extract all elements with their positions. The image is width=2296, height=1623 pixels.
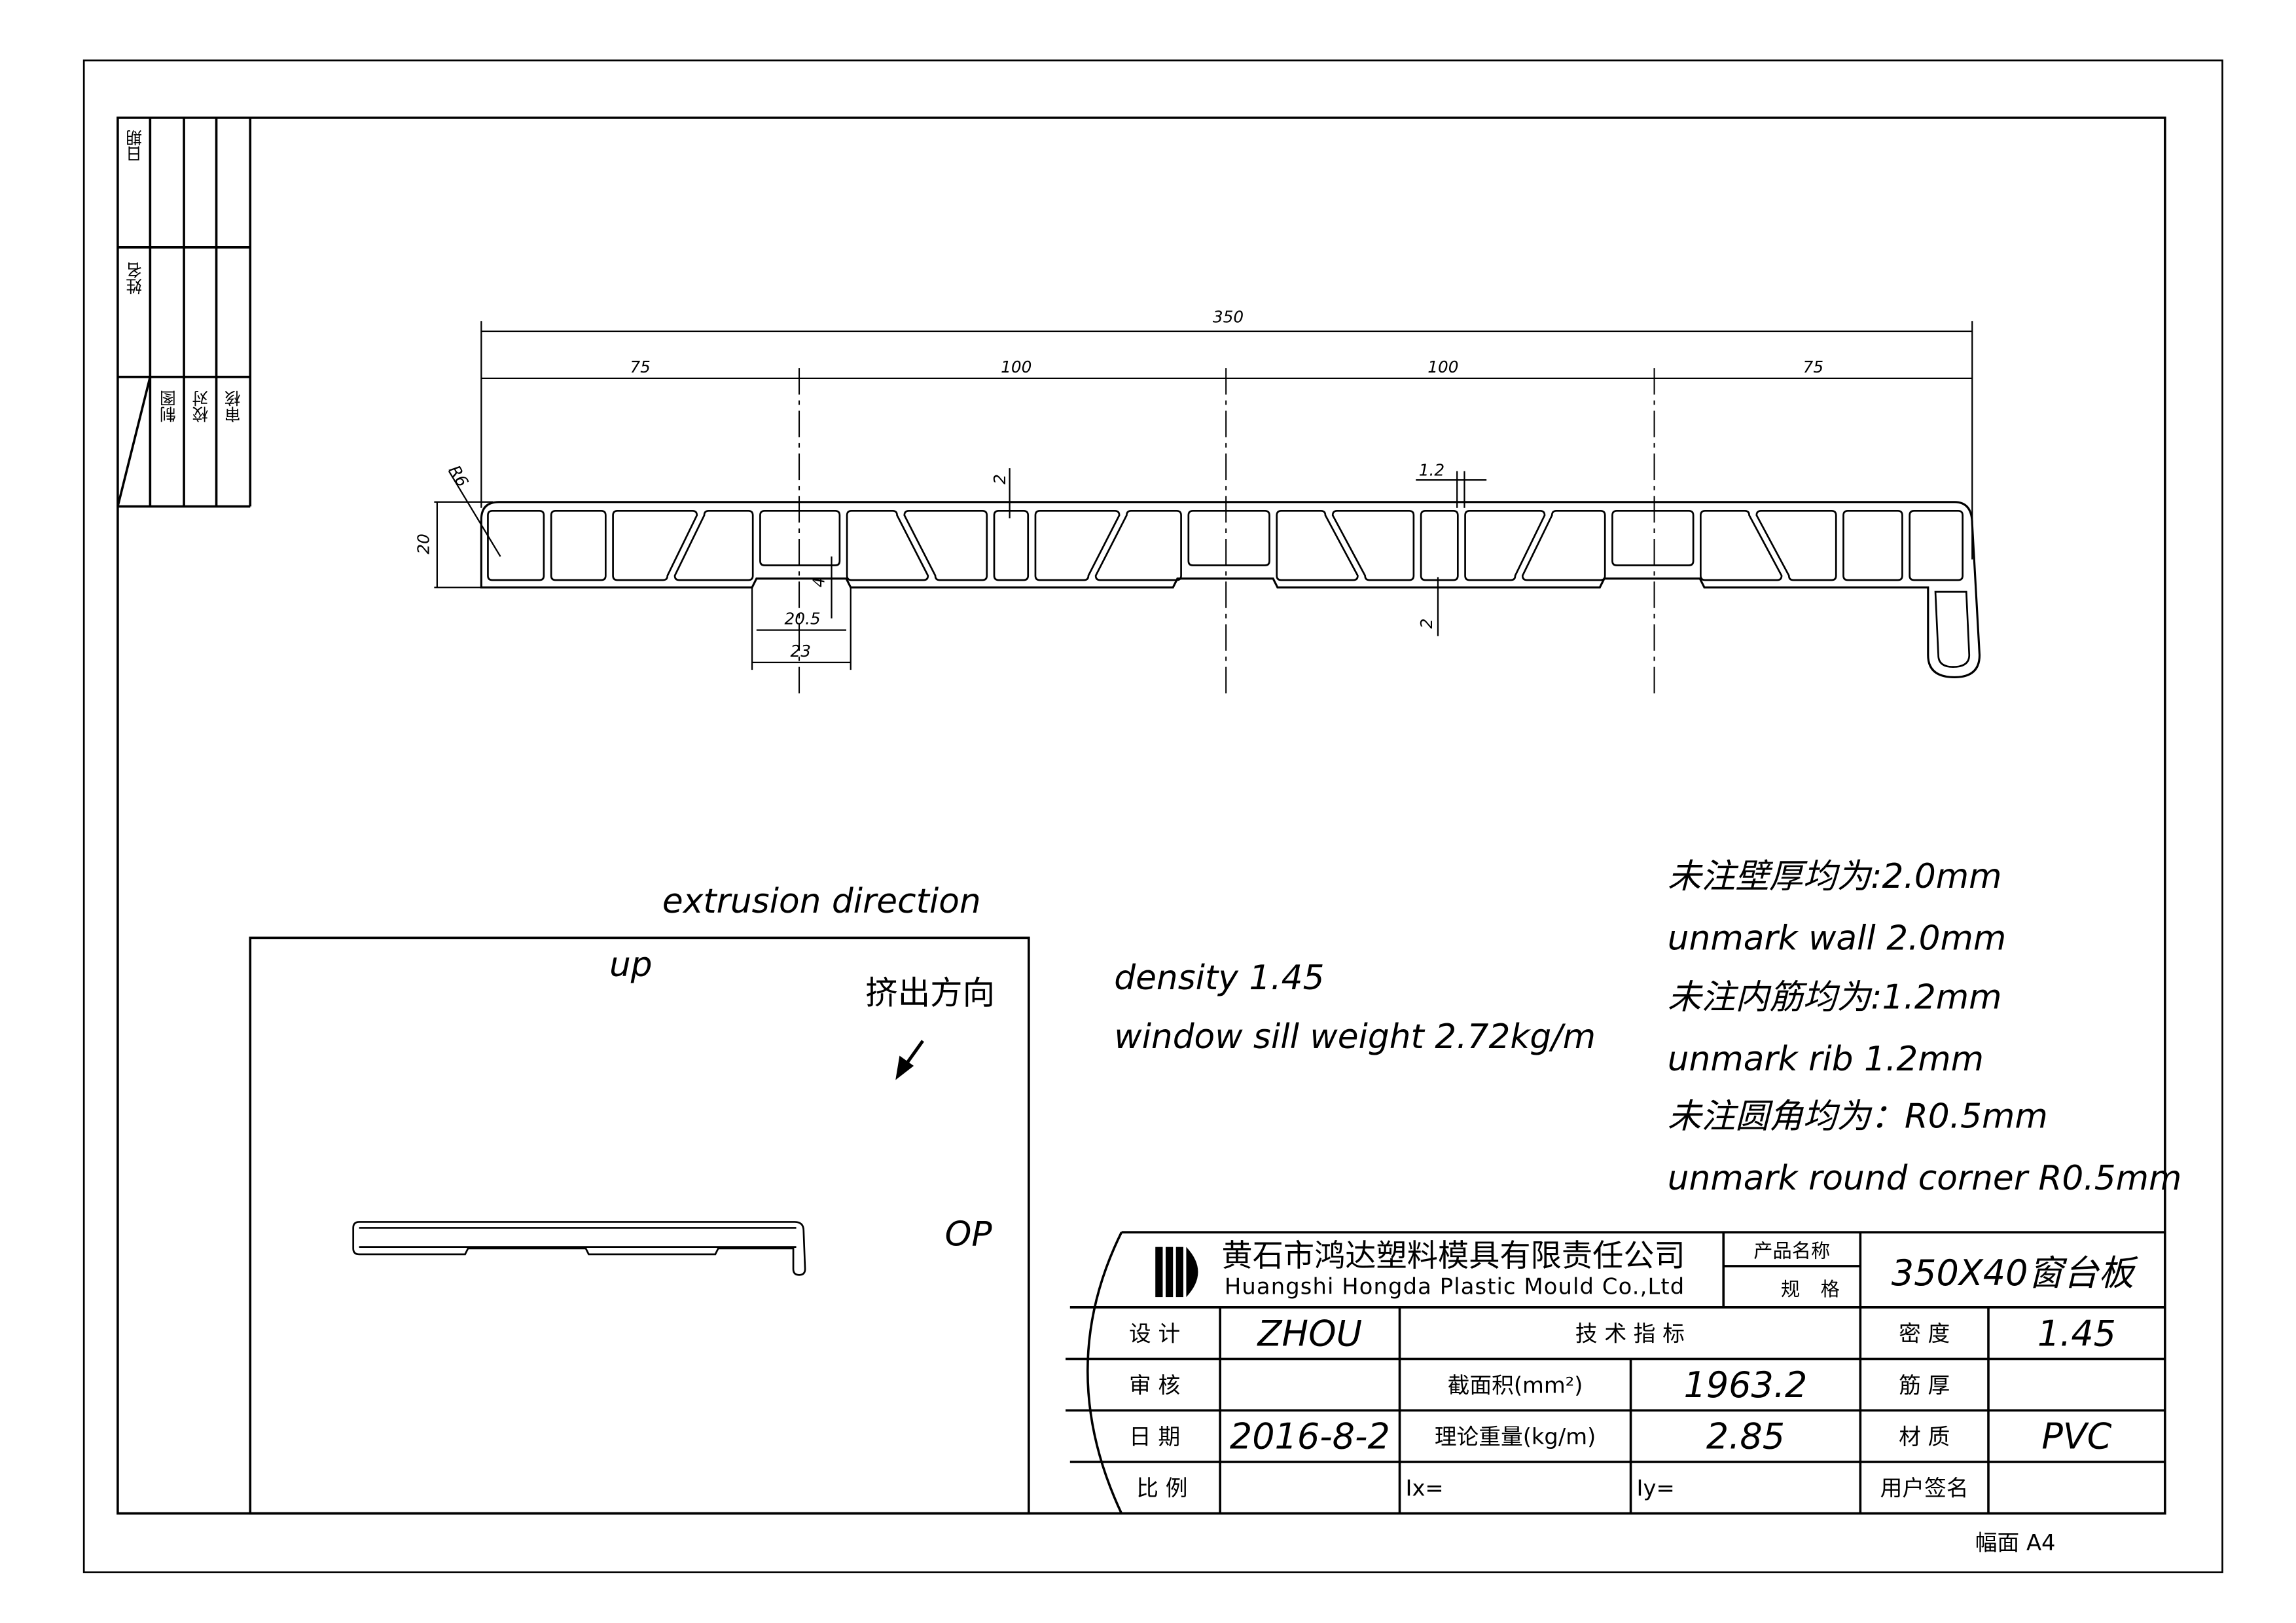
profile-cell	[1187, 509, 1270, 566]
ix-label: Ix=	[1405, 1474, 1444, 1501]
extrusion-op-label: OP	[944, 1216, 992, 1254]
small-profile	[352, 1221, 806, 1276]
rev-date-label: 日期	[125, 129, 145, 162]
inner-frame	[117, 117, 2166, 1515]
area-label: 截面积(mm²)	[1447, 1372, 1583, 1399]
centerlines	[798, 368, 1655, 700]
dim-wall-top: 2	[990, 474, 1010, 484]
scale-label: 比 例	[1136, 1475, 1188, 1502]
dimension-lines	[434, 321, 1973, 670]
dim-groove-outer: 23	[790, 642, 812, 661]
rev-row-draw: 制图	[158, 390, 179, 423]
profile-cell	[993, 509, 1030, 581]
profile-cells	[487, 509, 1964, 581]
profile-cell	[1464, 509, 1546, 581]
profile-cell	[1034, 509, 1121, 581]
profile-cell	[612, 509, 698, 581]
profile-cell	[1755, 509, 1837, 581]
reviewer-value	[1220, 1359, 1399, 1411]
dim-seg-2: 100	[1001, 357, 1032, 377]
note-corner-en: unmark round corner R0.5mm	[1667, 1159, 2182, 1199]
sheet-size: 幅面 A4	[1975, 1529, 2056, 1556]
scale-value	[1220, 1462, 1399, 1514]
dim-seg-4: 75	[1803, 357, 1824, 377]
dim-wall-bottom: 2	[1417, 618, 1437, 629]
product-name-label: 产品名称	[1753, 1241, 1831, 1264]
spec-label-text: 规格	[1780, 1278, 1861, 1301]
product-name: 350X40窗台板	[1891, 1252, 2134, 1294]
profile-cell	[1276, 509, 1359, 581]
profile-cell	[1331, 509, 1415, 581]
signature-value	[1988, 1462, 2165, 1514]
rib-value	[1988, 1359, 2165, 1411]
design-label: 设 计	[1128, 1321, 1181, 1347]
iy-label: Iy=	[1636, 1474, 1675, 1501]
note-rib-en: unmark rib 1.2mm	[1667, 1040, 1984, 1080]
profile-cell	[846, 509, 929, 581]
dim-seg-3: 100	[1427, 357, 1459, 377]
date-label: 日 期	[1128, 1423, 1181, 1450]
dim-rib: 1.2	[1418, 460, 1445, 481]
rib-label: 筋 厚	[1899, 1372, 1950, 1399]
dim-groove-inner: 20.5	[784, 609, 821, 629]
company-logo	[1155, 1247, 1198, 1298]
extrusion-direction-title: extrusion direction	[662, 883, 981, 922]
company-name-cn: 黄石市鸿达塑料模具有限责任公司	[1221, 1238, 1685, 1274]
profile-cell	[1094, 509, 1182, 581]
outer-frame	[82, 59, 2223, 1573]
extrusion-up-label: up	[609, 946, 653, 985]
profile-cell	[903, 509, 988, 581]
weight-label: 理论重量(kg/m)	[1434, 1423, 1596, 1450]
profile-cell	[673, 509, 754, 581]
profile-outline	[480, 501, 1981, 678]
note-corner-cn: 未注圆角均为：R0.5mm	[1667, 1098, 2048, 1137]
profile-cell	[1700, 509, 1783, 581]
rev-row-review: 审核	[223, 390, 243, 423]
density-note: density 1.45	[1114, 960, 1325, 998]
profile-cell	[1420, 509, 1459, 581]
dim-groove-depth: 4	[809, 577, 829, 588]
dim-seg-1: 75	[630, 357, 651, 377]
note-rib-cn: 未注内筋均为:1.2mm	[1667, 979, 2002, 1017]
rev-row-check: 校对	[191, 390, 211, 423]
spec-label: 规格	[1723, 1266, 1860, 1307]
profile-cell	[487, 509, 545, 581]
arrow-icon	[895, 1040, 924, 1080]
area-value: 1963.2	[1683, 1364, 1808, 1406]
signature-label: 用户签名	[1880, 1475, 1969, 1502]
material-label: 材 质	[1899, 1423, 1950, 1450]
designer-value: ZHOU	[1257, 1312, 1363, 1354]
profile-cell	[550, 509, 607, 581]
weight-value: 2.85	[1706, 1415, 1785, 1457]
dim-height: 20	[414, 534, 434, 555]
profile-cell	[1521, 509, 1606, 581]
extrusion-cn-label: 挤出方向	[865, 976, 996, 1013]
company-name-en: Huangshi Hongda Plastic Mould Co.,Ltd	[1224, 1273, 1685, 1300]
revision-block-lines	[117, 117, 252, 508]
rev-name-label: 姓名	[125, 262, 145, 295]
date-value: 2016-8-2	[1229, 1415, 1390, 1457]
profile-cell	[1909, 509, 1964, 581]
profile-cell	[759, 509, 841, 566]
material-value: PVC	[2041, 1415, 2112, 1457]
dim-overall: 350	[1212, 307, 1244, 327]
note-wall-cn: 未注壁厚均为:2.0mm	[1667, 858, 2002, 897]
note-wall-en: unmark wall 2.0mm	[1667, 920, 2007, 958]
tech-label: 技 术 指 标	[1575, 1321, 1685, 1347]
profile-cell	[1842, 509, 1903, 581]
density-value: 1.45	[2037, 1312, 2116, 1354]
profile-cell	[1611, 509, 1695, 566]
density-label: 密 度	[1899, 1321, 1950, 1347]
extrusion-box	[249, 936, 1030, 1515]
title-block-lines	[1066, 1231, 2165, 1514]
review-label: 审 核	[1128, 1372, 1181, 1399]
profile-lip-inner	[1934, 591, 1971, 668]
weight-note: window sill weight 2.72kg/m	[1114, 1019, 1596, 1057]
